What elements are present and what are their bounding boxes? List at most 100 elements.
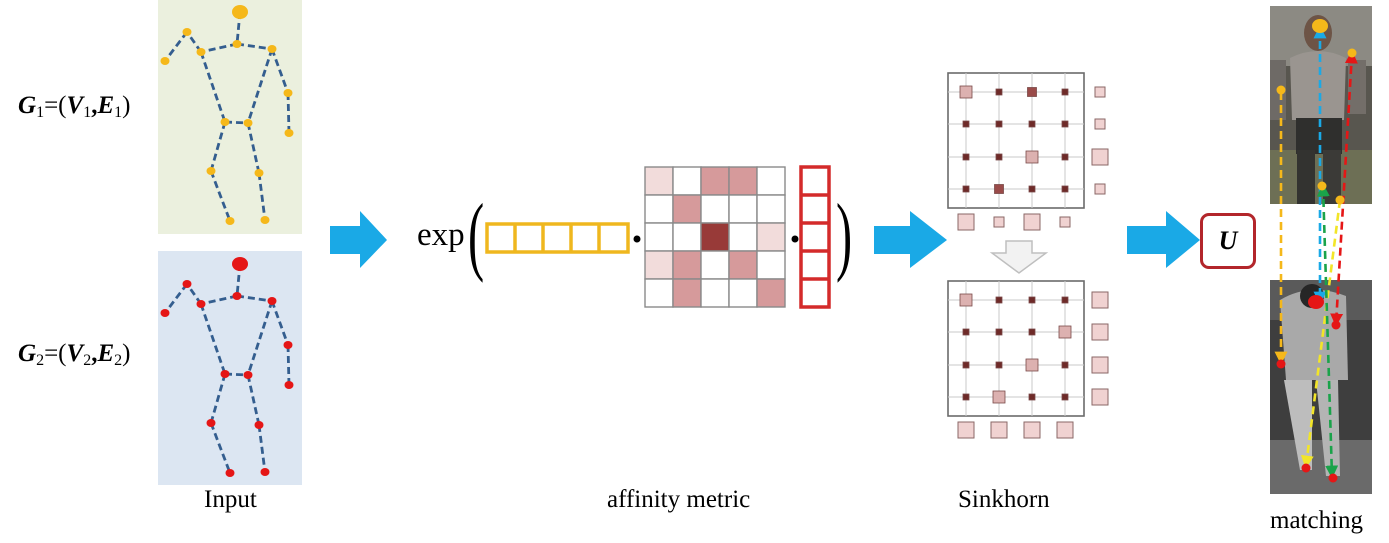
skeleton-edge [209, 373, 227, 424]
sinkhorn-entry [1027, 87, 1037, 97]
col-sum-box [993, 216, 1005, 228]
bottom-joint [1331, 320, 1341, 330]
matching-correspondences [1274, 19, 1358, 483]
orange-feature-vector [485, 222, 630, 254]
skeleton-edge [246, 374, 261, 426]
sinkhorn-entry [992, 390, 1006, 404]
sinkhorn-entry [995, 296, 1003, 304]
skeleton-edge [270, 48, 290, 94]
affinity-cell [756, 250, 786, 280]
matching-photo-bottom [1270, 280, 1372, 494]
skeleton-joint [283, 341, 293, 349]
skeleton-edge [199, 303, 227, 375]
caption-matching: matching [1270, 507, 1364, 534]
skeleton-edge [286, 344, 291, 386]
skeleton-joint [160, 309, 170, 317]
close-paren: ) [836, 187, 853, 284]
sinkhorn-entry [1058, 325, 1072, 339]
skeleton-edge [200, 294, 238, 306]
bottom-head-joint [1308, 295, 1324, 309]
skeleton-joint [232, 292, 242, 300]
row-sum-box [1091, 291, 1109, 309]
top-joint [1335, 195, 1345, 205]
skeleton-edge [163, 31, 189, 62]
sinkhorn-entry [1061, 120, 1069, 128]
sinkhorn-entry [995, 120, 1003, 128]
row-sum-box [1091, 388, 1109, 406]
skeleton-edge [209, 170, 232, 222]
skeleton-edge [246, 48, 274, 124]
affinity-cell [728, 194, 758, 224]
graph2-skeleton [160, 257, 294, 477]
affinity-cell [700, 278, 730, 308]
output-u-symbol: U [1218, 226, 1238, 255]
skeleton-joint [283, 89, 293, 97]
sinkhorn-entry [962, 120, 970, 128]
top-joint [1276, 85, 1286, 95]
col-sum-box [957, 421, 975, 439]
affinity-matrix [644, 166, 786, 308]
affinity-cell [756, 194, 786, 224]
sinkhorn-entry [1028, 120, 1036, 128]
sinkhorn-entry [962, 153, 970, 161]
caption-sinkhorn: Sinkhorn [958, 486, 1050, 513]
sinkhorn-entry [1025, 150, 1039, 164]
sinkhorn-entry [1028, 296, 1036, 304]
graph1-skeleton [160, 5, 294, 225]
sinkhorn-entry [959, 85, 973, 99]
correspondence-line [1316, 183, 1339, 479]
skeleton-joint [206, 419, 216, 427]
skeleton-edge [236, 294, 273, 303]
affinity-cell [644, 166, 674, 196]
skeleton-edge [246, 122, 261, 174]
sinkhorn-entry [1061, 153, 1069, 161]
skeleton-joint [196, 48, 206, 56]
skeleton-joint [182, 28, 192, 36]
sinkhorn-entry [995, 361, 1003, 369]
skeleton-joint [232, 40, 242, 48]
skeleton-joint [225, 469, 235, 477]
col-sum-box [1059, 216, 1071, 228]
caption-input: Input [204, 486, 257, 513]
skeleton-joint [243, 371, 253, 379]
col-sum-box [990, 421, 1008, 439]
top-head-joint [1312, 19, 1328, 33]
affinity-cell [728, 278, 758, 308]
affinity-cell [672, 222, 702, 252]
affinity-cell [672, 278, 702, 308]
skeleton-edge [209, 121, 227, 172]
exp-label: exp [417, 217, 465, 253]
col-sum-box [1023, 421, 1041, 439]
sinkhorn-entry [1061, 296, 1069, 304]
row-sum-box [1094, 86, 1106, 98]
red-feature-vector [799, 165, 831, 309]
sinkhorn-entry [1028, 393, 1036, 401]
sinkhorn-entry [1028, 328, 1036, 336]
skeleton-joint [260, 216, 270, 224]
sinkhorn-entry [1061, 185, 1069, 193]
head-joint [232, 257, 248, 271]
affinity-cell [728, 166, 758, 196]
row-sum-box [1094, 183, 1106, 195]
bottom-joint [1301, 463, 1311, 473]
sinkhorn-entry [1025, 358, 1039, 372]
sinkhorn-entry [1061, 361, 1069, 369]
sinkhorn-entry [1028, 185, 1036, 193]
flow-arrow-2 [874, 211, 947, 268]
flow-arrow-1 [330, 211, 387, 268]
affinity-cell [700, 194, 730, 224]
skeleton-joint [206, 167, 216, 175]
skeleton-edge [209, 422, 232, 474]
graph2-panel [158, 251, 302, 485]
sinkhorn-entry [995, 153, 1003, 161]
col-sum-box [1023, 213, 1041, 231]
dot-operator-2 [791, 235, 799, 243]
sinkhorn-matrix-initial [947, 72, 1109, 231]
caption-affinity: affinity metric [607, 486, 751, 513]
affinity-cell [672, 250, 702, 280]
flow-arrow-3 [1127, 211, 1200, 268]
affinity-cell [672, 166, 702, 196]
skeleton-edge [257, 424, 267, 473]
graph1-panel [158, 0, 302, 234]
